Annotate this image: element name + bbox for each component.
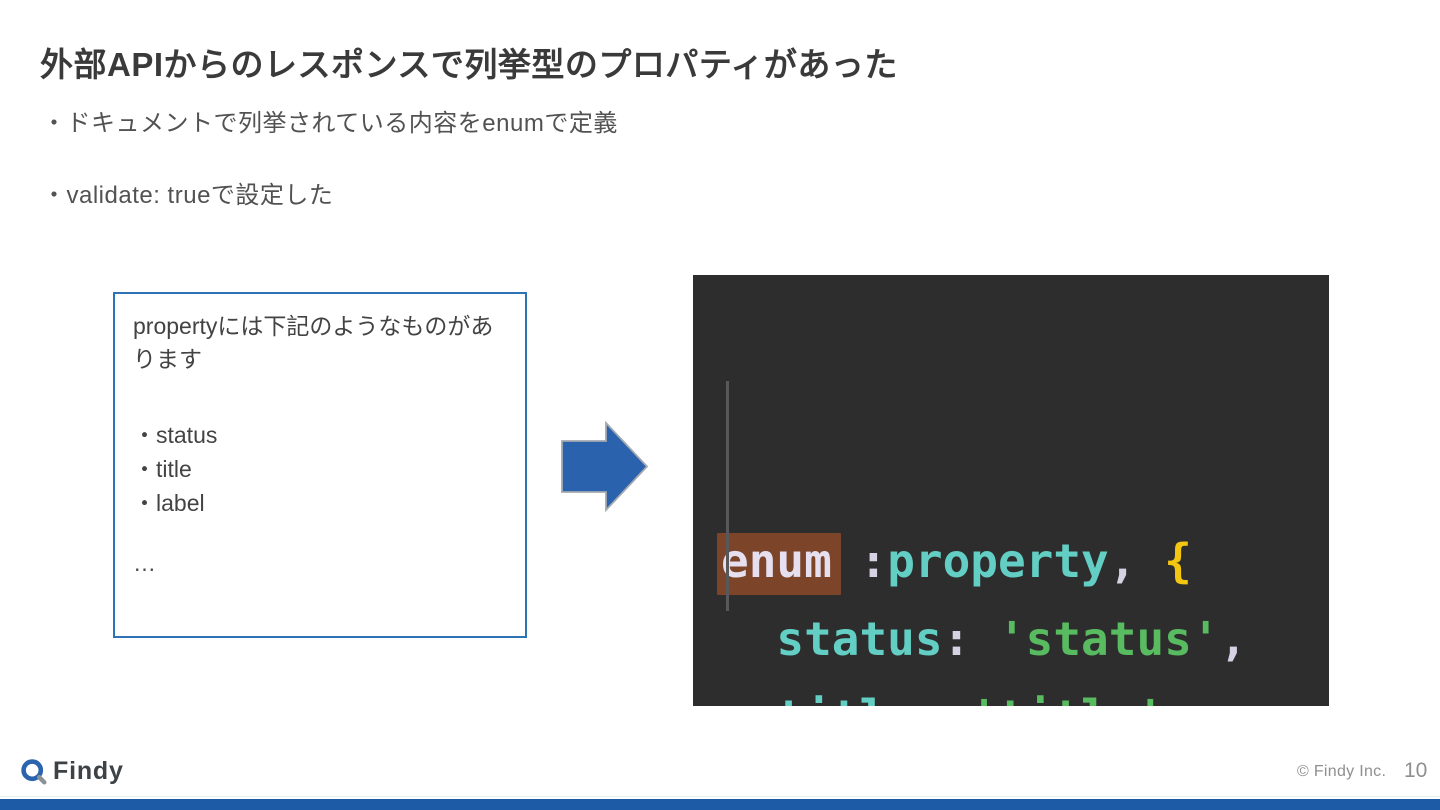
- code-token-kw: enum: [717, 533, 841, 595]
- note-box-item: ・label: [133, 490, 205, 516]
- code-line: status: 'status',: [721, 600, 1319, 678]
- bullet-list: ・ドキュメントで列挙されている内容をenumで定義・validate: true…: [42, 103, 742, 247]
- code-line: title: 'title',: [721, 678, 1319, 706]
- code-token-plain: [970, 612, 998, 666]
- footer-divider-line: [0, 796, 1440, 797]
- note-box-ellipsis: …: [133, 550, 156, 576]
- bullet-item: ・ドキュメントで列挙されている内容をenumで定義: [42, 110, 618, 137]
- arrow-right-icon: [561, 420, 649, 513]
- page-title: 外部APIからのレスポンスで列挙型のプロパティがあった: [40, 46, 898, 83]
- code-token-plain: [721, 612, 776, 666]
- note-box-item: ・title: [133, 456, 192, 482]
- page-number: 10: [1404, 759, 1428, 782]
- findy-logo-text: Findy: [53, 757, 124, 785]
- code-token-punct: ,: [1219, 612, 1248, 666]
- code-token-str: 'status': [997, 612, 1220, 666]
- copyright-text: © Findy Inc.: [1297, 763, 1387, 780]
- code-token-punct: :: [942, 612, 971, 666]
- findy-logo: Findy: [20, 757, 124, 786]
- code-token-str: 'title': [970, 690, 1164, 706]
- code-token-plain: [1136, 534, 1164, 588]
- code-token-name: status: [776, 612, 943, 666]
- code-line: enum :property, {: [717, 522, 1319, 600]
- findy-logo-icon: [20, 758, 47, 785]
- code-token-plain: [832, 534, 860, 588]
- code-token-plain: [943, 690, 971, 706]
- code-token-punct: :: [915, 690, 943, 706]
- code-token-name: title: [776, 690, 914, 706]
- note-box-item: ・status: [133, 422, 218, 448]
- indent-guide-line: [726, 381, 729, 611]
- note-box-intro: propertyには下記のようなものがあります: [133, 313, 494, 372]
- code-token-punct: ,: [1164, 690, 1192, 706]
- code-token-name: property: [887, 534, 1109, 588]
- bullet-item: ・validate: trueで設定した: [42, 182, 334, 209]
- code-snippet: enum :property, { status: 'status', titl…: [693, 275, 1329, 706]
- note-box-items: ・status ・title ・label: [133, 418, 507, 520]
- code-token-punct: :: [859, 534, 888, 588]
- code-token-punct: ,: [1108, 534, 1137, 588]
- note-box: propertyには下記のようなものがあります ・status ・title ・la…: [113, 292, 527, 638]
- code-token-brace: {: [1164, 534, 1192, 588]
- bottom-accent-bar: [0, 799, 1440, 810]
- code-token-plain: [721, 690, 776, 706]
